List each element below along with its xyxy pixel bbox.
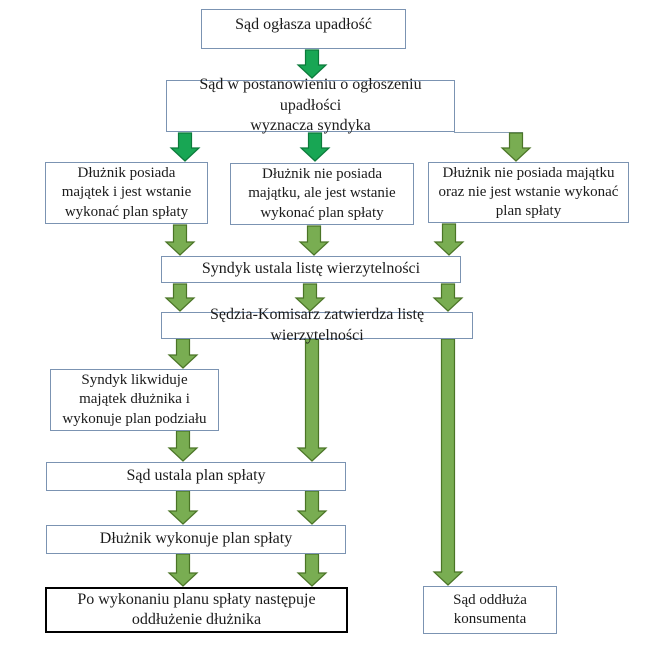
node-label: Dłużnik nie posiada majątku, ale jest ws… [248, 166, 396, 221]
down-arrow-icon [432, 338, 464, 586]
down-arrow-icon [433, 223, 465, 256]
node-trustee-liquidates-assets: Syndyk likwiduje majątek dłużnika i wyko… [50, 369, 219, 431]
down-arrow-icon [500, 132, 532, 162]
node-label: Sąd oddłuża konsumenta [453, 591, 527, 627]
down-arrow-icon [299, 132, 331, 162]
down-arrow-icon [167, 430, 199, 462]
node-debtor-has-assets: Dłużnik posiada majątek i jest wstanie w… [45, 162, 208, 224]
down-arrow-icon [296, 490, 328, 525]
down-arrow-icon [167, 553, 199, 587]
node-discharge-after-plan: Po wykonaniu planu spłaty następuje oddł… [45, 587, 348, 633]
node-label: Dłużnik wykonuje plan spłaty [99, 530, 293, 548]
down-arrow-icon [167, 338, 199, 369]
node-label: Sąd w postanowieniu o ogłoszeniu upadłoś… [199, 76, 422, 135]
down-arrow-icon [169, 132, 201, 162]
node-debtor-executes-plan: Dłużnik wykonuje plan spłaty [46, 525, 346, 554]
node-label: Sąd ustala plan spłaty [126, 467, 266, 485]
node-label: Po wykonaniu planu spłaty następuje oddł… [77, 590, 316, 628]
node-label: Syndyk ustala listę wierzytelności [201, 260, 421, 278]
down-arrow-icon [296, 49, 328, 79]
node-label: Dłużnik nie posiada majątku oraz nie jes… [438, 164, 619, 220]
node-court-declares-bankruptcy: Sąd ogłasza upadłość [201, 9, 406, 49]
node-trustee-claims-list: Syndyk ustala listę wierzytelności [161, 256, 461, 283]
down-arrow-icon [164, 224, 196, 256]
node-judge-approves-list: Sędzia-Komisarz zatwierdza listę wierzyt… [161, 306, 473, 344]
node-label: Dłużnik posiada majątek i jest wstanie w… [61, 165, 192, 220]
node-label: Sędzia-Komisarz zatwierdza listę wierzyt… [209, 306, 425, 344]
down-arrow-icon [298, 225, 330, 256]
node-court-sets-repayment-plan: Sąd ustala plan spłaty [46, 462, 346, 491]
down-arrow-icon [164, 283, 196, 312]
node-court-appoints-trustee: Sąd w postanowieniu o ogłoszeniu upadłoś… [166, 76, 455, 134]
node-label: Sąd ogłasza upadłość [235, 16, 372, 33]
node-debtor-no-assets-cannot-pay: Dłużnik nie posiada majątku oraz nie jes… [428, 162, 629, 223]
down-arrow-icon [296, 338, 328, 462]
down-arrow-icon [294, 283, 326, 312]
down-arrow-icon [167, 490, 199, 525]
node-label: Syndyk likwiduje majątek dłużnika i wyko… [62, 372, 207, 427]
down-arrow-icon [432, 283, 464, 312]
down-arrow-icon [296, 553, 328, 587]
node-court-discharges-consumer: Sąd oddłuża konsumenta [423, 586, 557, 634]
node-debtor-no-assets-can-pay: Dłużnik nie posiada majątku, ale jest ws… [230, 163, 414, 225]
